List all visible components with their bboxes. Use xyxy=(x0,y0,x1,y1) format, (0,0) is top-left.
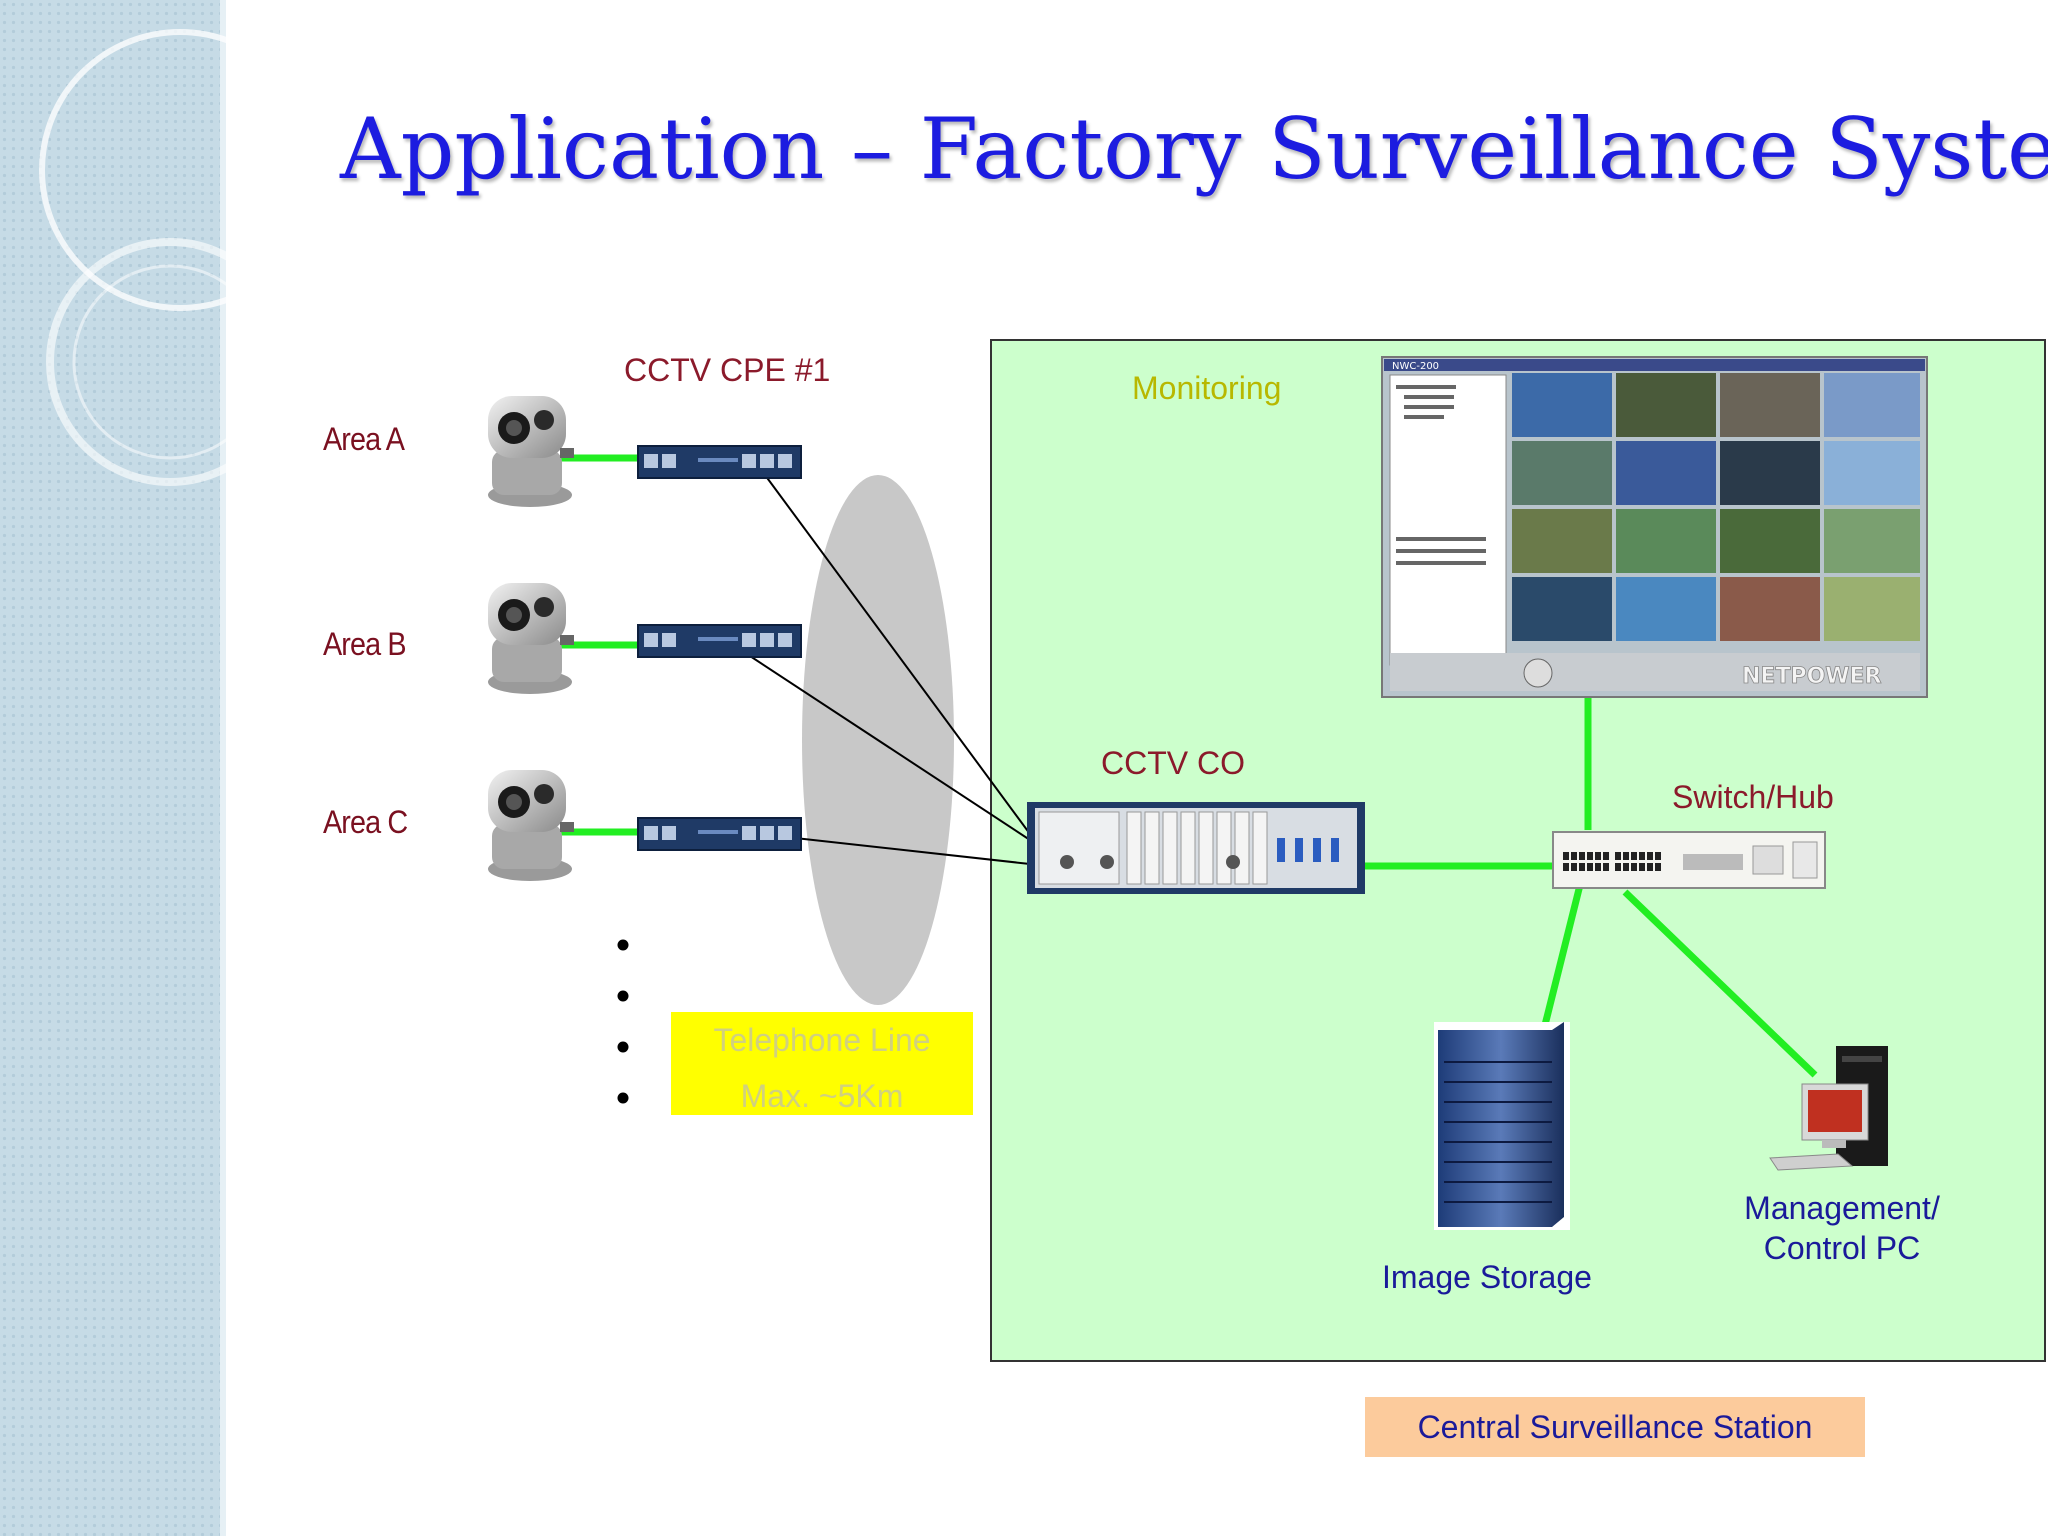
area-a-label: Area A xyxy=(323,421,405,457)
management-pc-label-line2: Control PC xyxy=(1763,1230,1921,1266)
telephone-line-note: Telephone Line Max. ~5Km xyxy=(671,1012,973,1115)
cpe-device-icon xyxy=(637,624,802,658)
cctv-co-chassis-icon xyxy=(1027,802,1365,894)
cctv-co-label: CCTV CO xyxy=(1101,745,1245,781)
central-station-label: Central Surveillance Station xyxy=(1365,1397,1865,1457)
switch-hub-icon xyxy=(1552,831,1826,889)
camera-icon xyxy=(488,770,574,881)
image-storage-server-icon xyxy=(1434,1022,1570,1230)
switch-hub-label: Switch/Hub xyxy=(1672,779,1834,815)
management-pc-label-line1: Management/ xyxy=(1744,1190,1940,1226)
page-title: Application – Factory Surveillance Syste… xyxy=(340,100,2048,198)
more-areas-dots xyxy=(617,939,629,1104)
sidebar-edge xyxy=(220,0,226,1536)
area-c-label: Area C xyxy=(323,804,408,840)
cpe-device-icon xyxy=(637,817,802,851)
monitoring-screen-icon: NWC-200 NETPOWER xyxy=(1381,356,1928,698)
camera-icon xyxy=(488,583,574,694)
cpe-label: CCTV CPE #1 xyxy=(624,352,831,388)
telephone-line-text: Telephone Line xyxy=(713,1022,931,1058)
telephone-lines xyxy=(749,474,1031,865)
area-b-label: Area B xyxy=(323,626,407,662)
monitor-title-bar: NWC-200 xyxy=(1392,361,1439,372)
cpe-device-icon xyxy=(637,445,802,479)
monitoring-label: Monitoring xyxy=(1132,370,1282,406)
telephone-line-distance: Max. ~5Km xyxy=(740,1078,904,1114)
camera-icon xyxy=(488,396,574,507)
netpower-logo: NETPOWER xyxy=(1742,664,1882,689)
management-pc-label: Management/ Control PC xyxy=(1730,1188,1954,1268)
decorative-circles xyxy=(39,29,321,486)
image-storage-label: Image Storage xyxy=(1382,1259,1592,1295)
management-pc-icon xyxy=(1769,1046,1888,1171)
